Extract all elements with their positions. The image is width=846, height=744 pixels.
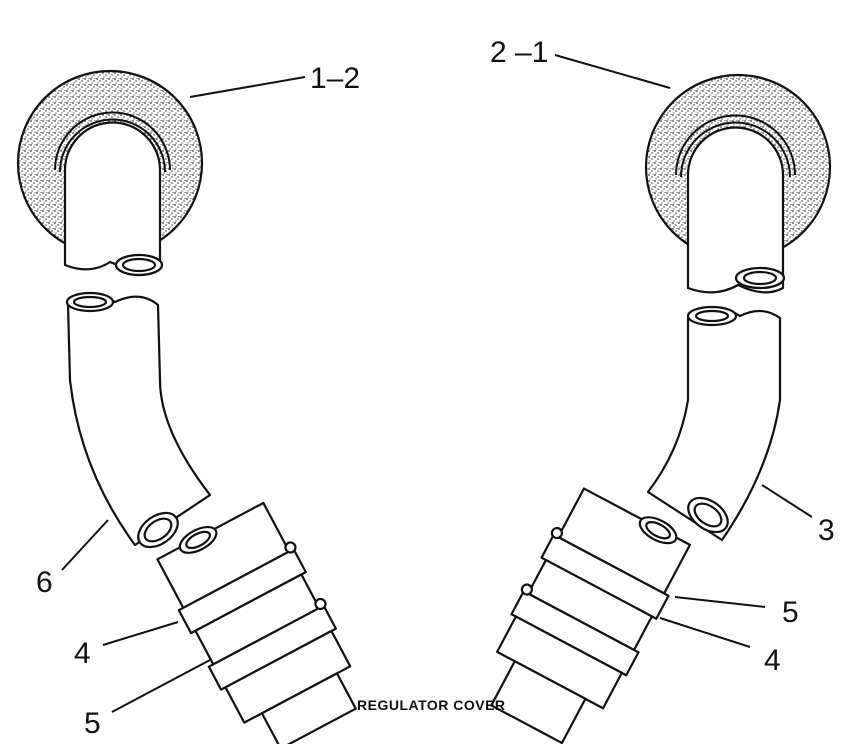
left-dome-cover: [16, 69, 204, 277]
callout-left-clamp-upper: 4: [74, 637, 91, 670]
left-assembly: [16, 69, 357, 744]
callout-left-top: 1–2: [310, 62, 360, 95]
leader-left-top: [189, 76, 306, 98]
diagram-caption: REGULATOR COVER: [357, 697, 506, 713]
callout-right-clamp-upper: 5: [782, 596, 799, 629]
leader-left-elbow: [61, 519, 109, 571]
right-elbow-pipe: [646, 305, 782, 542]
leader-right-elbow: [761, 484, 813, 518]
leader-lines: [61, 54, 813, 713]
leader-right-clamp-lower: [659, 617, 751, 648]
leader-left-clamp-upper: [102, 621, 179, 646]
right-dome-cover: [644, 73, 832, 294]
leader-right-top: [554, 54, 671, 89]
leader-left-clamp-lower: [111, 659, 211, 713]
right-regulator-body: [490, 487, 692, 744]
callout-right-clamp-lower: 4: [764, 644, 781, 677]
left-elbow-pipe: [65, 291, 212, 549]
callout-left-elbow: 6: [36, 566, 53, 599]
right-assembly: [490, 73, 832, 744]
callout-right-elbow: 3: [818, 514, 835, 547]
left-regulator-body: [156, 501, 357, 744]
leader-right-clamp-upper: [674, 596, 766, 608]
callout-left-clamp-lower: 5: [84, 707, 101, 740]
callout-right-top: 2 –1: [490, 36, 548, 69]
